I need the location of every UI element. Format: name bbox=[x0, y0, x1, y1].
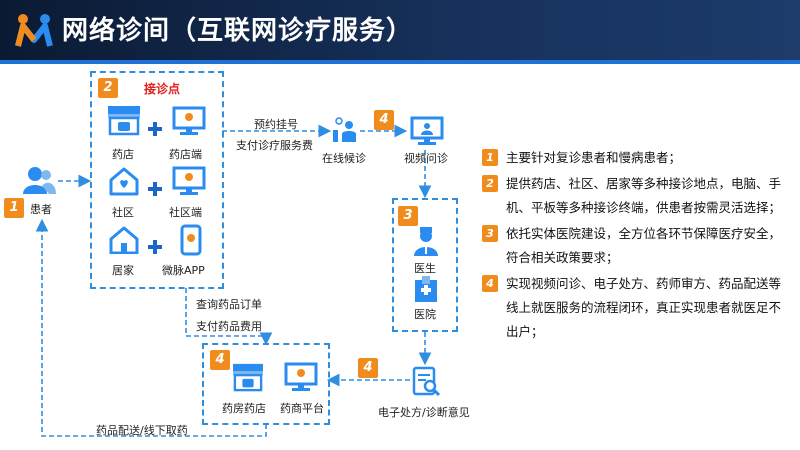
waiting-room-icon bbox=[333, 117, 356, 142]
platform-label: 药商平台 bbox=[280, 402, 324, 415]
header-separator bbox=[0, 60, 800, 64]
pay-drug-label: 支付药品费用 bbox=[196, 320, 262, 333]
plus-icon bbox=[148, 122, 162, 136]
hospital-icon bbox=[415, 276, 437, 302]
note-text: 实现视频问诊、电子处方、药师审方、药品配送等线上就医服务的流程闭环，真正实现患者… bbox=[506, 276, 782, 339]
note-item: 3 依托实体医院建设，全方位各环节保障医疗安全，符合相关政策要求； bbox=[482, 222, 792, 270]
note-text: 主要针对复诊患者和慢病患者； bbox=[506, 150, 682, 165]
reception-badge: 2 bbox=[98, 78, 118, 98]
reception-group bbox=[90, 71, 224, 289]
reception-row-3-right: 微脉APP bbox=[162, 264, 205, 277]
appointment-label: 预约挂号 bbox=[254, 118, 298, 131]
video-badge: 4 bbox=[374, 110, 394, 130]
payment-label: 支付诊疗服务费 bbox=[236, 139, 313, 152]
patient-label: 患者 bbox=[30, 203, 52, 216]
video-consultation-icon bbox=[410, 116, 444, 145]
pharmacy-badge: 4 bbox=[210, 350, 230, 370]
query-order-label: 查询药品订单 bbox=[196, 298, 262, 311]
community-home-icon bbox=[109, 167, 139, 196]
house-icon bbox=[109, 226, 139, 254]
e-prescription-icon bbox=[412, 366, 440, 396]
reception-row-2-right: 社区端 bbox=[169, 206, 202, 219]
pharmacy-store-icon bbox=[233, 363, 263, 392]
note-badge: 3 bbox=[482, 225, 498, 242]
pharmacy-store-icon bbox=[108, 106, 140, 136]
doctor-group bbox=[392, 198, 458, 332]
waiting-label: 在线候诊 bbox=[322, 152, 366, 165]
page-title: 网络诊间（互联网诊疗服务） bbox=[62, 16, 414, 46]
reception-title: 接诊点 bbox=[144, 82, 181, 96]
patient-icon bbox=[23, 167, 56, 194]
notes-list: 1 主要针对复诊患者和慢病患者； 2 提供药店、社区、居家等多种接诊地点，电脑、… bbox=[482, 146, 792, 346]
note-badge: 1 bbox=[482, 149, 498, 166]
note-badge: 2 bbox=[482, 175, 498, 192]
computer-terminal-icon bbox=[172, 106, 206, 135]
note-text: 依托实体医院建设，全方位各环节保障医疗安全，符合相关政策要求； bbox=[506, 226, 782, 265]
brand-logo-icon bbox=[15, 14, 53, 47]
pharmacy-group bbox=[202, 343, 330, 425]
note-item: 2 提供药店、社区、居家等多种接诊地点，电脑、手机、平板等多种接诊终端，供患者按… bbox=[482, 172, 792, 220]
reception-row-3-left: 居家 bbox=[112, 264, 134, 277]
note-text: 提供药店、社区、居家等多种接诊地点，电脑、手机、平板等多种接诊终端，供患者按需灵… bbox=[506, 176, 782, 215]
doctor-label: 医生 bbox=[414, 262, 436, 275]
delivery-label: 药品配送/线下取药 bbox=[96, 424, 188, 437]
header-banner: 网络诊间（互联网诊疗服务） bbox=[0, 0, 800, 60]
pharmacy-label: 药房药店 bbox=[222, 402, 266, 415]
rx-badge: 4 bbox=[358, 358, 378, 378]
video-label: 视频问诊 bbox=[404, 152, 448, 165]
note-badge: 4 bbox=[482, 275, 498, 292]
note-item: 1 主要针对复诊患者和慢病患者； bbox=[482, 146, 792, 170]
doctor-icon bbox=[414, 227, 438, 256]
computer-terminal-icon bbox=[172, 166, 206, 195]
plus-icon bbox=[148, 240, 162, 254]
rx-label: 电子处方/诊断意见 bbox=[378, 406, 470, 419]
doctor-badge: 3 bbox=[398, 206, 418, 226]
platform-terminal-icon bbox=[284, 362, 318, 391]
mobile-app-icon bbox=[180, 224, 202, 256]
reception-row-1-right: 药店端 bbox=[169, 148, 202, 161]
patient-badge: 1 bbox=[4, 198, 24, 218]
hospital-label: 医院 bbox=[414, 308, 436, 321]
reception-row-2-left: 社区 bbox=[112, 206, 134, 219]
reception-row-1-left: 药店 bbox=[112, 148, 134, 161]
note-item: 4 实现视频问诊、电子处方、药师审方、药品配送等线上就医服务的流程闭环，真正实现… bbox=[482, 272, 792, 344]
plus-icon bbox=[148, 182, 162, 196]
